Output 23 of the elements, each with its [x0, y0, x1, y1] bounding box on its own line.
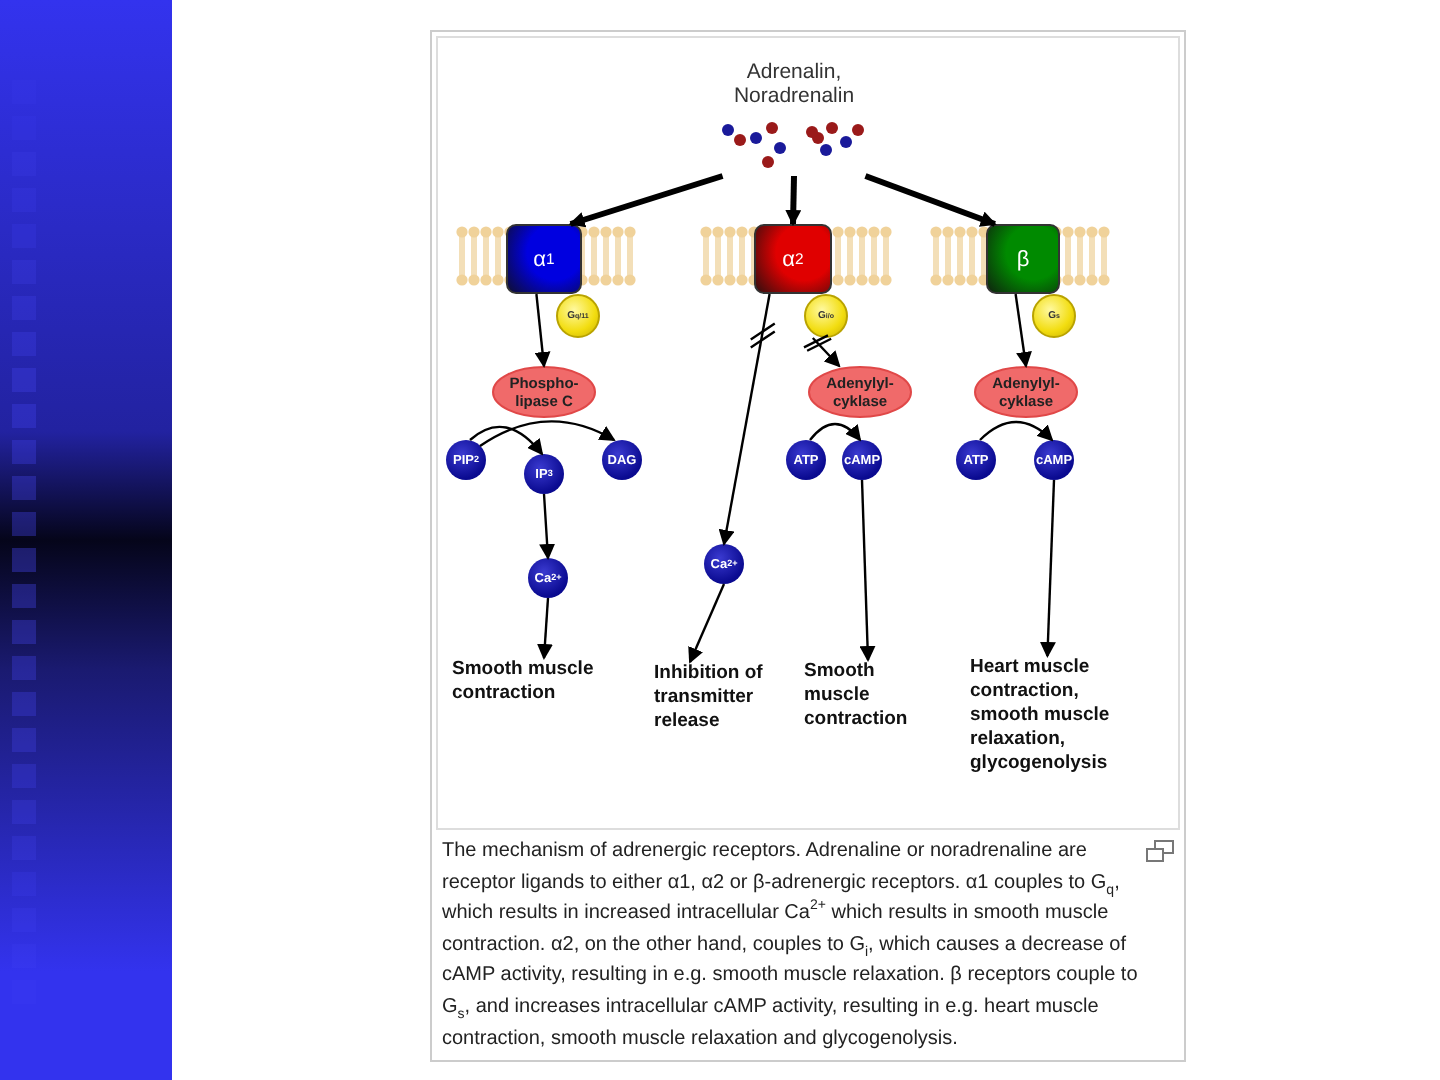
arrow — [469, 425, 544, 456]
arrow — [859, 479, 876, 662]
arrow — [534, 293, 551, 368]
arrow — [809, 422, 862, 442]
arrow — [718, 293, 771, 546]
effect-text: Inhibition of transmitter release — [654, 662, 798, 742]
receptor-box: β — [986, 224, 1060, 294]
arrow — [688, 583, 726, 664]
arrow — [785, 175, 802, 226]
effect-text: Smooth muscle contraction — [452, 658, 636, 714]
effect-text: Heart muscle contraction, smooth muscle relaxation, glycogenolysis — [970, 656, 1142, 784]
arrow — [539, 493, 556, 560]
arrow — [1014, 293, 1032, 368]
substance-label: Adrenalin, Noradrenalin — [731, 60, 857, 108]
arrow — [864, 173, 997, 227]
arrow — [536, 597, 553, 660]
arrow — [811, 337, 841, 368]
arrow — [568, 173, 724, 228]
effect-text: Smooth muscle contraction — [804, 660, 932, 740]
caption-text: The mechanism of adrenergic receptors. Adrenaline or noradrenaline are receptor ligands to either α1, α2 or β-adrenergic receptors. α1 couples to G$_{q}$, which results in increased intracellular Ca$^{2+}$ which results in smooth muscle contraction. α2, on the other hand, couples to G$_{i}$, which causes a decrease of cAMP activity, resulting in e.g. smooth muscle relaxation. β receptors couple to G$_{s}$, and increases intracellular cAMP activity, resulting in e.g. heart muscle contraction, smooth muscle relaxation and glycogenolysis. — [442, 838, 1140, 1054]
arrow — [1039, 479, 1056, 658]
arrow — [479, 420, 616, 447]
arrow — [979, 420, 1054, 442]
